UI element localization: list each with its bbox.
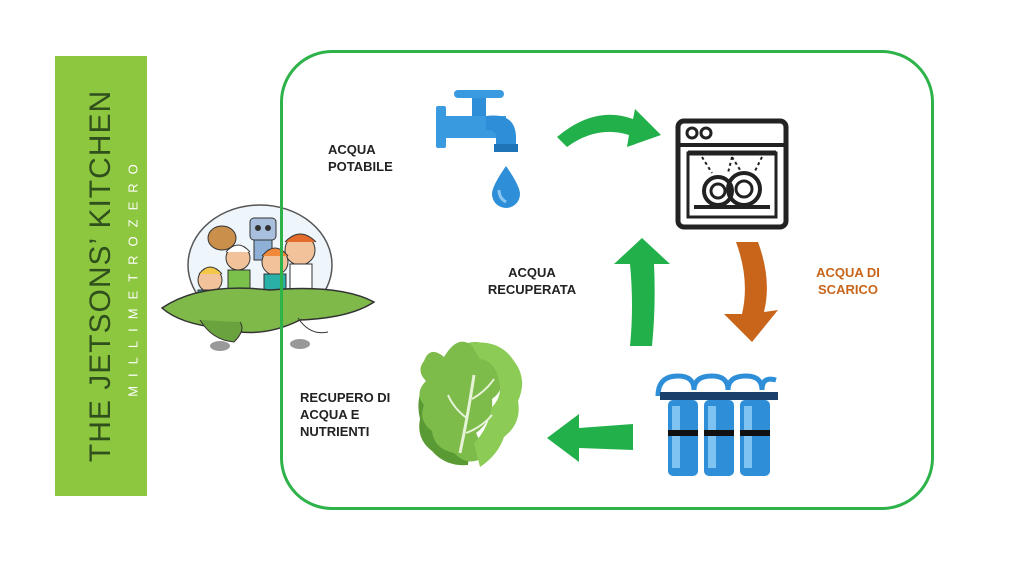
faucet-icon xyxy=(436,86,546,216)
label-waste-water: ACQUA DI SCARICO xyxy=(816,265,880,297)
arrow-dishwasher-to-filter xyxy=(718,240,788,344)
banner-subtitle: MILLIMETROZERO xyxy=(125,155,141,397)
label-drinking-water: ACQUA POTABILE xyxy=(328,142,393,174)
label-nutrient-recovery: RECUPERO DI ACQUA E NUTRIENTI xyxy=(300,390,391,439)
arrow-filter-to-lettuce xyxy=(545,412,635,464)
lettuce-icon xyxy=(410,335,530,475)
dishwasher-icon xyxy=(672,115,792,233)
title-banner: THE JETSONS’ KITCHEN MILLIMETROZERO xyxy=(55,56,147,496)
label-recovered-water: ACQUA RECUPERATA xyxy=(487,265,577,297)
arrow-recovered-to-dishwasher xyxy=(612,236,672,348)
water-filter-icon xyxy=(650,372,786,480)
arrow-faucet-to-dishwasher xyxy=(555,95,665,155)
process-frame xyxy=(280,50,934,510)
flying-car-family-illustration xyxy=(160,190,380,360)
banner-title: THE JETSONS’ KITCHEN xyxy=(84,89,117,463)
